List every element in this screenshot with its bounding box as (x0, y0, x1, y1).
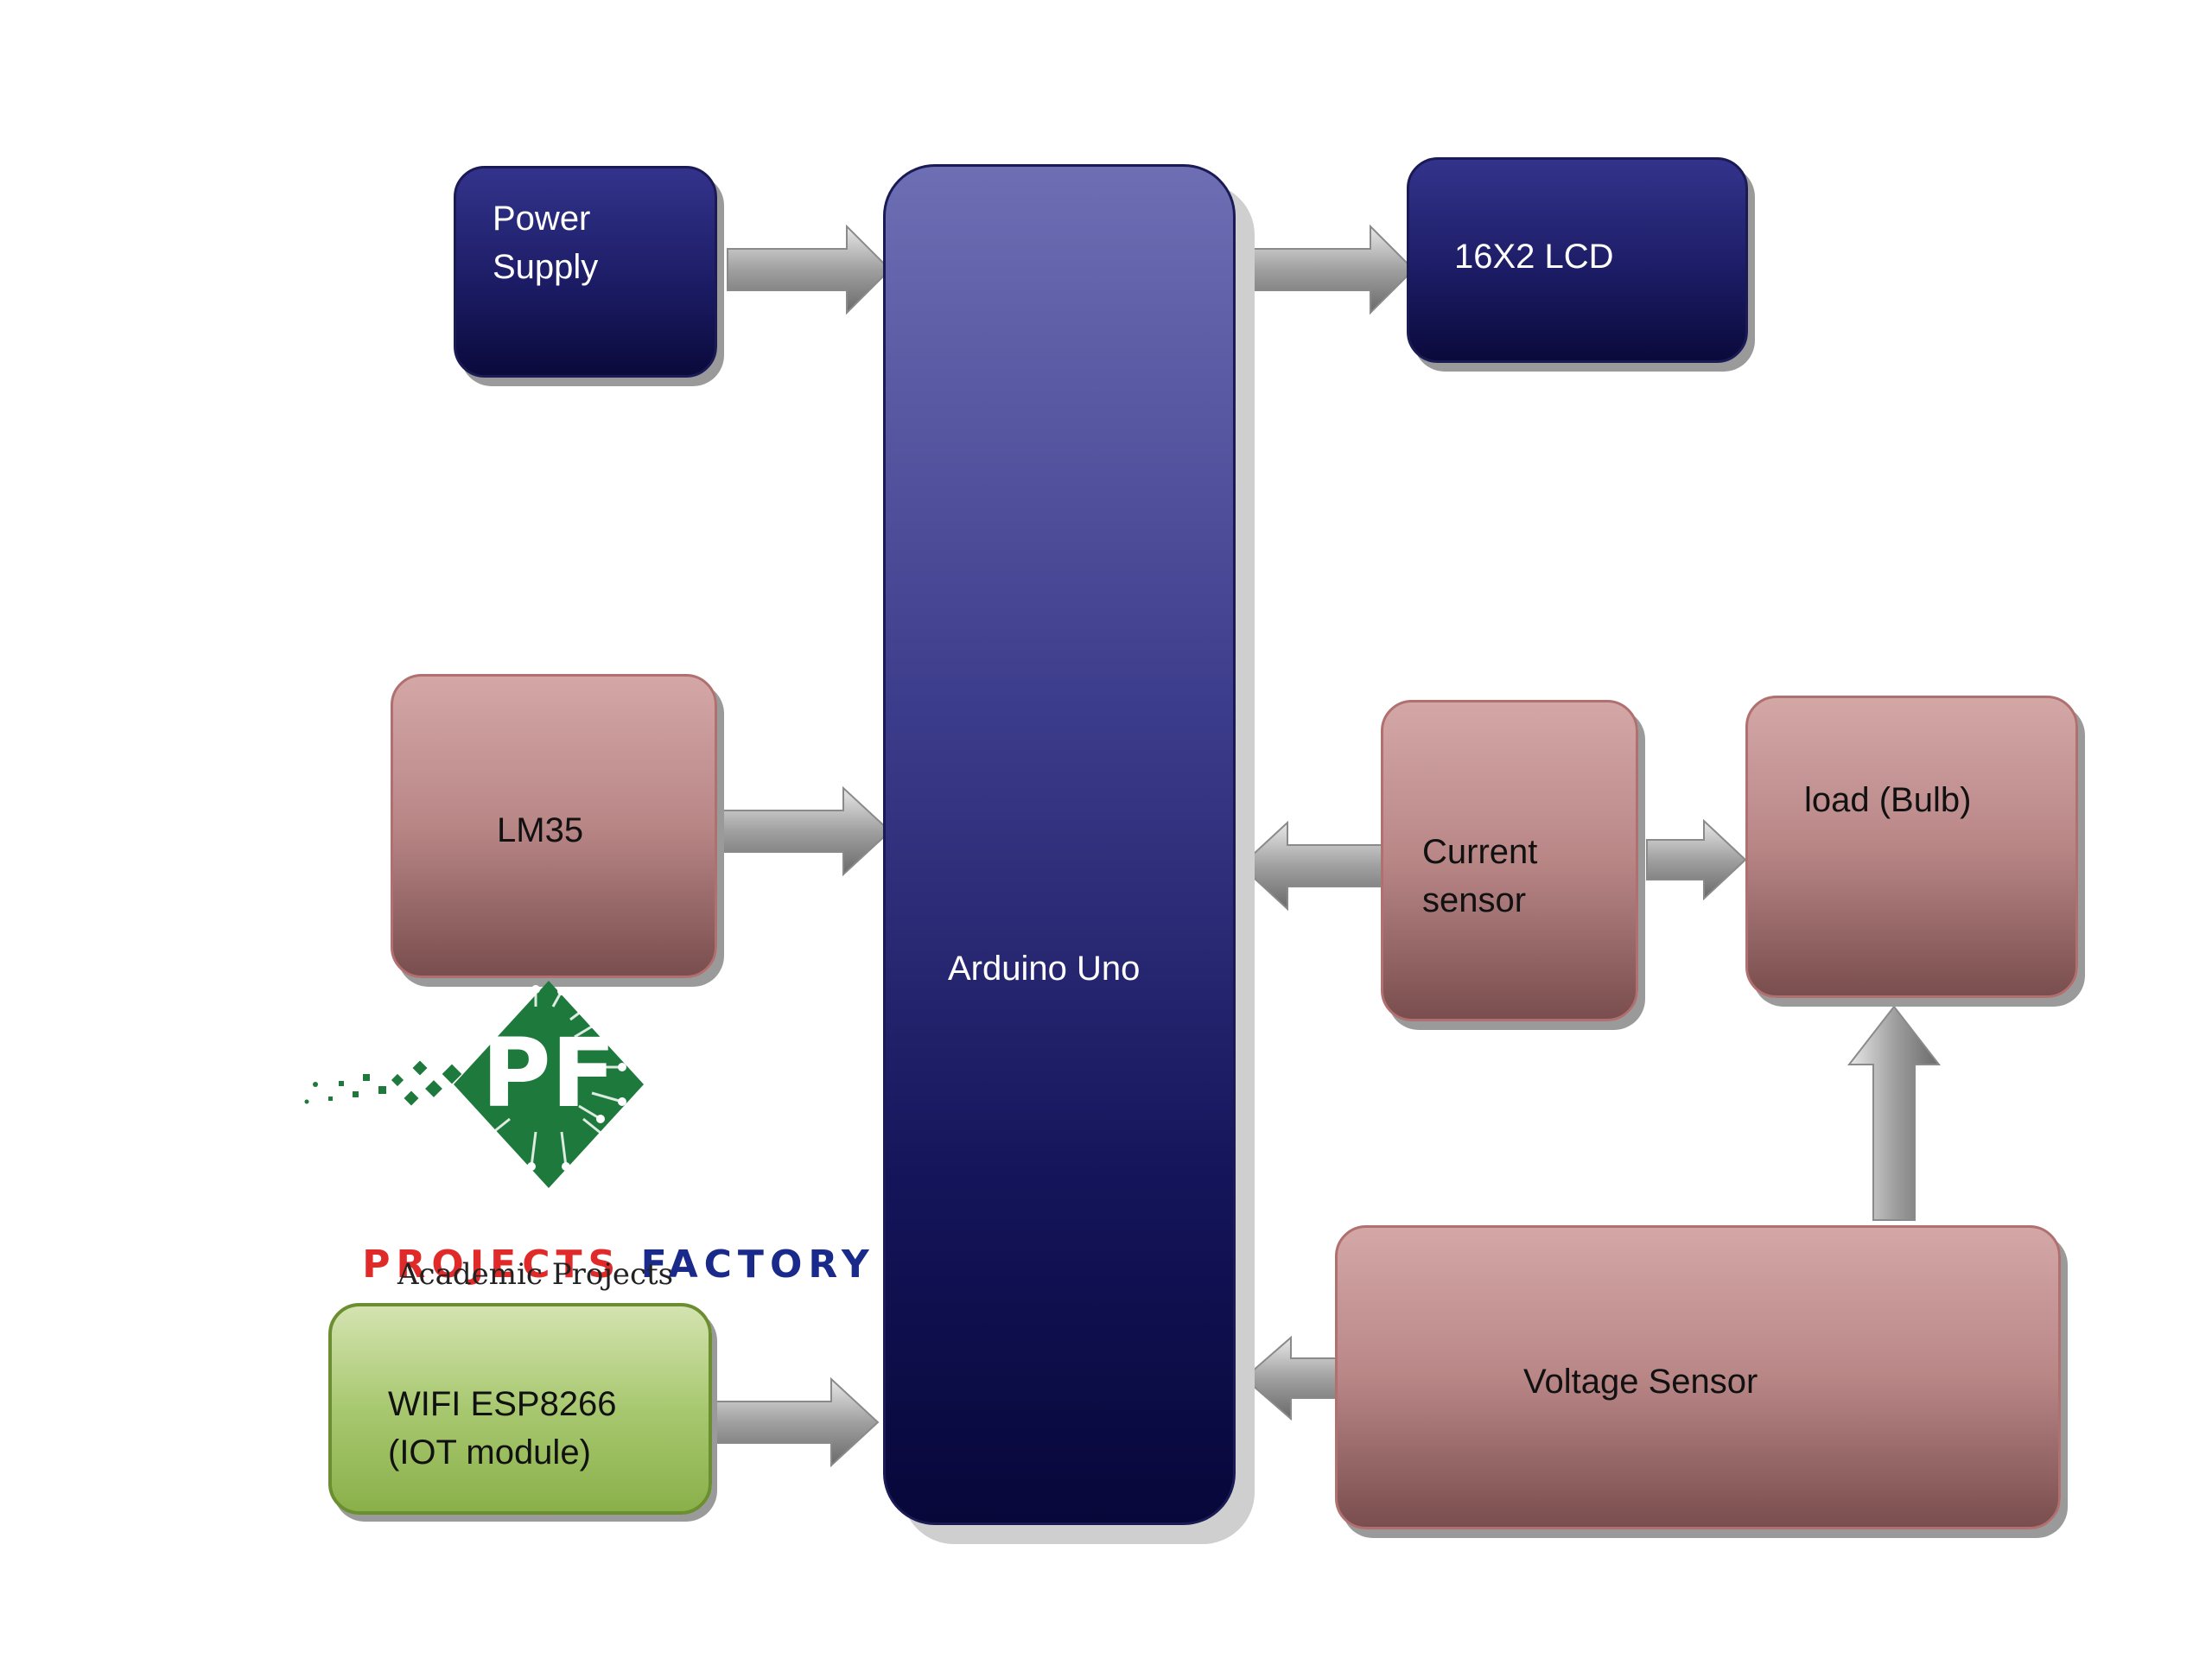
lm35-label: LM35 (497, 811, 584, 849)
logo-name-projects: PROJECTS (362, 1243, 622, 1287)
wifi-esp8266-block: WIFI ESP8266 (IOT module) (328, 1303, 712, 1515)
arrow-voltage-to-load (1847, 1005, 1942, 1221)
arrow-arduino-to-lcd (1250, 224, 1415, 315)
arrow-current-to-arduino (1239, 820, 1390, 912)
pf-logo-mark: PF (304, 981, 644, 1188)
arrow-wifi-to-arduino (711, 1376, 880, 1468)
power-supply-block: Power Supply (454, 166, 717, 378)
arduino-uno-label: Arduino Uno (948, 950, 1141, 988)
current-sensor-block: Current sensor (1381, 700, 1638, 1021)
voltage-sensor-block: Voltage Sensor (1335, 1225, 2061, 1529)
load-bulb-label: load (Bulb) (1804, 781, 1972, 819)
lm35-block: LM35 (391, 674, 717, 978)
arrow-power-to-arduino (727, 224, 892, 315)
arrow-voltage-to-arduino (1243, 1335, 1344, 1421)
projects-factory-logo: PF PROJECTS FACTORY Academic Projects (276, 972, 869, 1309)
load-bulb-block: load (Bulb) (1745, 696, 2078, 998)
logo-name-factory: FACTORY (640, 1243, 875, 1287)
arrow-current-to-load (1646, 818, 1747, 901)
voltage-sensor-label: Voltage Sensor (1523, 1363, 1758, 1401)
lcd-block: 16X2 LCD (1407, 157, 1748, 363)
lcd-label: 16X2 LCD (1454, 238, 1614, 276)
logo-tagline: Academic Projects (397, 1257, 674, 1292)
logo-name: PROJECTS FACTORY (285, 1198, 875, 1331)
power-supply-label: Power Supply (493, 200, 599, 286)
arduino-uno-block: Arduino Uno (883, 164, 1236, 1525)
current-sensor-label: Current sensor (1422, 833, 1538, 919)
wifi-esp8266-label: WIFI ESP8266 (IOT module) (388, 1385, 617, 1471)
arrow-lm35-to-arduino (721, 785, 892, 877)
pf-logo-initials: PF (481, 1018, 616, 1128)
